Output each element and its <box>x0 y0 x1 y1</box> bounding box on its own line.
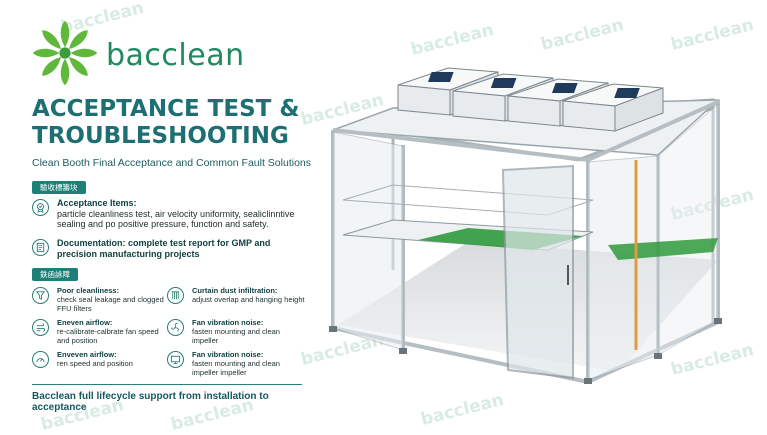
acceptance-item: Documentation: complete test report for … <box>32 238 302 259</box>
watermark: bacclean <box>408 20 496 60</box>
monitor-icon <box>167 351 184 368</box>
filter-icon <box>32 287 49 304</box>
clean-booth-illustration <box>329 67 722 385</box>
curtain-icon <box>167 287 184 304</box>
faults-section-tag: 鉄函詠障 <box>32 268 78 281</box>
footer-text: Bacclean full lifecycle support from ins… <box>32 391 269 413</box>
fault-title: Enveven airflow: <box>57 350 117 359</box>
page-subtitle: Clean Booth Final Acceptance and Common … <box>32 157 311 169</box>
watermark: bacclean <box>668 15 756 55</box>
fault-item: Fan vibration noise:fasten mounting and … <box>167 318 307 345</box>
fault-text: fasten mounting and clean impeller <box>192 327 280 345</box>
fan-icon <box>167 319 184 336</box>
page-title: ACCEPTANCE TEST & TROUBLESHOOTING <box>32 96 300 149</box>
fault-item: Eneven airflow:re-calibrate-calbrate fan… <box>32 318 172 345</box>
gauge-icon <box>32 351 49 368</box>
acceptance-item-text: Documentation: complete test report for … <box>57 238 271 259</box>
fault-title: Curtain dust infiltration: <box>192 286 278 295</box>
leaf-logo-icon <box>32 20 98 86</box>
badge-check-icon <box>32 199 49 216</box>
fault-text: ren speed and position <box>57 359 133 368</box>
fault-item: Fan vibration noise:fasten mounting and … <box>167 350 307 377</box>
fault-text: re-calibrate-calbrate fan speed and posi… <box>57 327 159 345</box>
fault-title: Poor cleanliness: <box>57 286 120 295</box>
document-icon <box>32 239 49 256</box>
watermark: bacclean <box>538 15 626 55</box>
fault-title: Fan vibration noise: <box>192 318 264 327</box>
airflow-icon <box>32 319 49 336</box>
brand-name: bacclean <box>106 38 245 73</box>
acceptance-item-text: Acceptance Items:particle cleanliness te… <box>57 198 295 229</box>
footer-divider <box>32 384 302 385</box>
fault-title: Eneven airflow: <box>57 318 113 327</box>
info-panel: bacclean ACCEPTANCE TEST & TROUBLESHOOTI… <box>0 0 318 431</box>
fault-title: Fan vibration noise: <box>192 350 264 359</box>
acceptance-section-tag: 驗收標籌块 <box>32 181 86 194</box>
acceptance-item: Acceptance Items:particle cleanliness te… <box>32 198 302 230</box>
fault-item: Curtain dust infiltration:adjust overlap… <box>167 286 307 304</box>
fault-text: adjust overlap and hanging height <box>192 295 305 304</box>
fault-item: Poor cleanliness:check seal leakage and … <box>32 286 172 313</box>
fault-item: Enveven airflow:ren speed and position <box>32 350 172 368</box>
fault-text: fasten mounting and clean impeller impel… <box>192 359 280 377</box>
fault-text: check seal leakage and clogged FFU filte… <box>57 295 164 313</box>
